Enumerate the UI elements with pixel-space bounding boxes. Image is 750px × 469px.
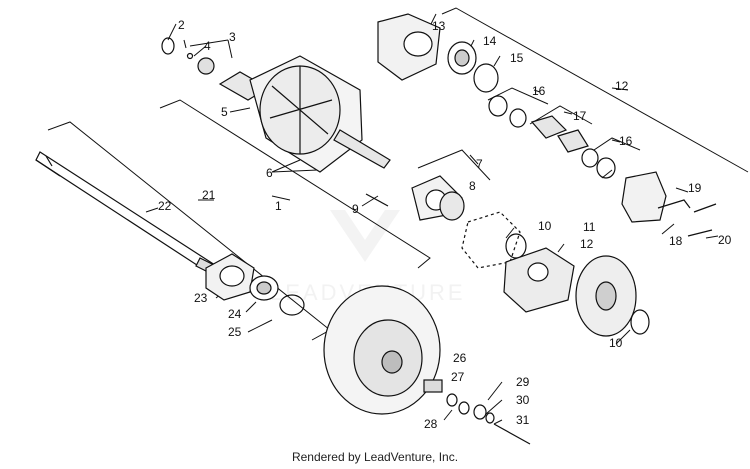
ring-part-25 xyxy=(279,294,305,316)
callout-7: 7 xyxy=(476,157,483,171)
spacer-part-3 xyxy=(197,57,215,75)
caliper-part-19 xyxy=(621,171,691,223)
callout-29: 29 xyxy=(516,375,530,389)
gasket xyxy=(461,211,521,269)
ring-part-10-a xyxy=(505,233,527,259)
case-part-12 xyxy=(503,247,575,313)
callout-11: 11 xyxy=(583,220,596,234)
bolt-part-20-b xyxy=(687,229,713,237)
bolt-part-31 xyxy=(493,423,531,445)
callout-5: 5 xyxy=(221,105,228,119)
callout-labels: 1 2 3 4 5 6 7 8 9 10 10 11 12 12 13 14 1… xyxy=(158,18,732,431)
callout-1: 1 xyxy=(275,199,282,213)
bearing-part-24 xyxy=(249,275,279,301)
bearing-part-14 xyxy=(447,41,477,75)
callout-23: 23 xyxy=(194,291,208,305)
callout-20: 20 xyxy=(718,233,732,247)
seal-part-8 xyxy=(439,191,465,221)
bolt-part-9 xyxy=(365,193,389,207)
bolt-part-20-a xyxy=(693,203,717,213)
shaft-part-22 xyxy=(35,151,233,285)
callout-24: 24 xyxy=(228,307,242,321)
callout-16-b: 16 xyxy=(619,134,633,148)
callout-13: 13 xyxy=(432,19,446,33)
callout-4: 4 xyxy=(204,39,211,53)
callout-15: 15 xyxy=(510,51,524,65)
drive-shaft-part-5 xyxy=(218,55,391,173)
brake-pads-part-17 xyxy=(530,115,589,153)
washer-part-29 xyxy=(473,404,487,420)
callout-12-a: 12 xyxy=(580,237,594,251)
brake-disc-part-11 xyxy=(575,255,637,337)
washer-part-30 xyxy=(485,412,495,424)
callout-9: 9 xyxy=(352,202,359,216)
ring-part-10-b xyxy=(630,309,650,335)
callout-22: 22 xyxy=(158,199,172,213)
callout-14: 14 xyxy=(483,34,497,48)
flange-part-23 xyxy=(205,253,255,301)
spacer-part-16-b xyxy=(581,148,599,168)
ring-part-15 xyxy=(473,63,499,93)
callout-18: 18 xyxy=(669,234,683,248)
ring-part-16-a xyxy=(488,95,508,117)
callout-26: 26 xyxy=(453,351,467,365)
callout-2: 2 xyxy=(178,18,185,32)
callout-12-b: 12 xyxy=(615,79,629,93)
snap-ring-part-2 xyxy=(161,37,175,55)
callout-8: 8 xyxy=(469,179,476,193)
spacer-part-27 xyxy=(423,379,443,393)
callout-28: 28 xyxy=(424,417,438,431)
callout-3: 3 xyxy=(229,30,236,44)
pin-part-4 xyxy=(186,52,194,60)
callout-10-a: 10 xyxy=(538,219,552,233)
driven-clutch-part-26 xyxy=(323,285,441,415)
housing-part-13 xyxy=(377,13,441,81)
ring-part-16-b xyxy=(596,157,616,179)
callout-19: 19 xyxy=(688,181,702,195)
callout-25: 25 xyxy=(228,325,242,339)
spacer-part-16-a xyxy=(509,108,527,128)
callout-31: 31 xyxy=(516,413,530,427)
callout-6: 6 xyxy=(266,166,273,180)
callout-16-a: 16 xyxy=(532,84,546,98)
parts xyxy=(35,13,717,445)
washer-part-28-b xyxy=(458,401,470,415)
render-credit: Rendered by LeadVenture, Inc. xyxy=(291,450,459,464)
leader-lines xyxy=(47,7,749,425)
callout-17: 17 xyxy=(573,109,587,123)
callout-30: 30 xyxy=(516,393,530,407)
callout-27: 27 xyxy=(451,370,465,384)
callout-10-b: 10 xyxy=(609,336,623,350)
callout-21: 21 xyxy=(202,188,216,202)
washer-part-28-a xyxy=(446,393,458,407)
